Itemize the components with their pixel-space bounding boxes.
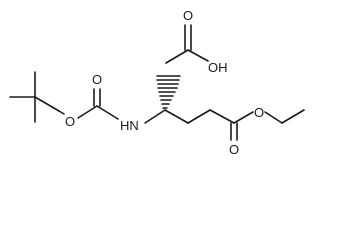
bond-carbinyl-to-ester-o xyxy=(58,110,65,115)
bond-ester-o-to-carbonyl xyxy=(77,105,98,119)
bond-acid-c-to-oh xyxy=(187,49,209,62)
bond-ch2-chain-to-ester-c xyxy=(209,109,235,124)
bond-stereocenter-to-ch2-chain xyxy=(164,109,189,124)
bond-ester-c-to-o xyxy=(233,111,254,124)
acid-carbonyl-oxygen-label: O xyxy=(183,8,193,23)
methyl-ester-carbonyl-oxygen-label: O xyxy=(229,142,239,157)
bond-ch2-chain-mid xyxy=(187,109,211,124)
carbamate-group xyxy=(77,88,119,120)
bond-nh-to-stereocenter xyxy=(144,109,166,124)
stereo-hash-bond xyxy=(156,75,181,109)
boc-ester-oxygen-label: O xyxy=(65,114,75,129)
bond-carbonyl-to-nh xyxy=(96,105,119,120)
amine-label: HN xyxy=(120,118,139,133)
chemical-structure-diagram: O OH O O HN O O xyxy=(9,8,305,157)
bond-tbu-to-carbinyl xyxy=(34,96,60,112)
hydroxyl-label: OH xyxy=(208,60,228,75)
boc-carbonyl-oxygen-label: O xyxy=(92,72,102,87)
methyl-ester-oxygen-label: O xyxy=(254,105,264,120)
bond-o-to-methyl xyxy=(264,111,283,124)
tert-butyl-group xyxy=(9,71,65,123)
methyl-ester-group xyxy=(230,109,305,141)
bond-methyl-terminal xyxy=(281,109,305,124)
bond-ch2-to-acid-carbon xyxy=(165,49,189,64)
backbone xyxy=(144,24,235,124)
